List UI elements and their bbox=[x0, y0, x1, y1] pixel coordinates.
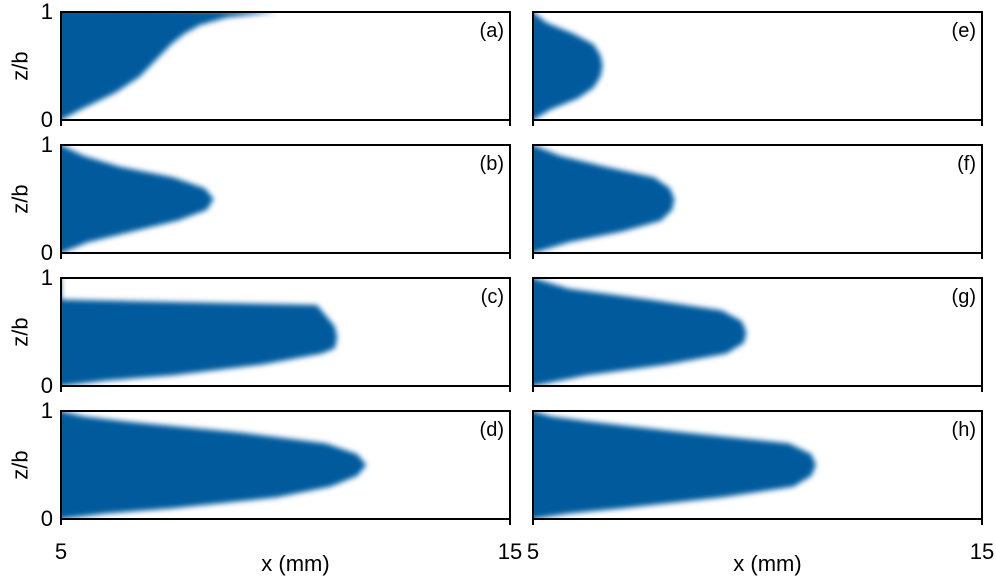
x-axis-label: x (mm) bbox=[261, 551, 329, 576]
concentration-front bbox=[61, 411, 367, 519]
front-clip bbox=[533, 12, 603, 120]
axes-frame bbox=[60, 277, 511, 387]
concentration-front bbox=[533, 278, 747, 386]
panel-label: (h) bbox=[952, 419, 976, 441]
panel-h bbox=[532, 410, 983, 525]
concentration-front bbox=[61, 145, 214, 253]
y-tick-label: 1 bbox=[41, 132, 53, 157]
front-clip bbox=[61, 12, 277, 120]
x-tick-label: 5 bbox=[527, 539, 539, 564]
panel-e bbox=[532, 11, 983, 126]
panel-c bbox=[60, 277, 511, 392]
front-clip bbox=[533, 278, 747, 386]
panel-a bbox=[60, 11, 511, 126]
axes-frame bbox=[532, 410, 983, 520]
x-tick-label: 15 bbox=[498, 539, 522, 564]
panel-label: (a) bbox=[480, 20, 504, 42]
front-clip bbox=[61, 278, 338, 386]
axes-frame bbox=[60, 144, 511, 254]
x-axis-label: x (mm) bbox=[733, 551, 801, 576]
y-tick-label: 0 bbox=[41, 506, 53, 531]
y-tick-label: 1 bbox=[41, 0, 53, 24]
panel-g bbox=[532, 277, 983, 392]
front-clip bbox=[533, 145, 675, 253]
panel-label: (b) bbox=[480, 153, 504, 175]
x-tick-label: 15 bbox=[970, 539, 994, 564]
panel-d bbox=[60, 410, 511, 525]
front-clip bbox=[61, 145, 214, 253]
concentration-front bbox=[533, 145, 675, 253]
concentration-front bbox=[61, 12, 277, 120]
axes-frame bbox=[532, 11, 983, 121]
y-tick-label: 0 bbox=[41, 240, 53, 265]
axes-frame bbox=[532, 277, 983, 387]
y-axis-label: z/b bbox=[8, 51, 33, 80]
y-axis-label: z/b bbox=[8, 184, 33, 213]
concentration-front bbox=[533, 411, 816, 519]
axes-frame bbox=[60, 410, 511, 520]
y-tick-label: 0 bbox=[41, 107, 53, 132]
concentration-front bbox=[533, 12, 603, 120]
panel-label: (f) bbox=[957, 153, 976, 175]
y-tick-label: 1 bbox=[41, 398, 53, 423]
y-axis-label: z/b bbox=[8, 450, 33, 479]
y-tick-label: 1 bbox=[41, 265, 53, 290]
front-clip bbox=[533, 411, 816, 519]
y-axis-label: z/b bbox=[8, 317, 33, 346]
panel-label: (e) bbox=[952, 20, 976, 42]
panel-label: (g) bbox=[952, 286, 976, 308]
panel-label: (d) bbox=[480, 419, 504, 441]
axes-frame bbox=[532, 144, 983, 254]
x-tick-label: 5 bbox=[55, 539, 67, 564]
concentration-front bbox=[61, 278, 338, 386]
y-tick-label: 0 bbox=[41, 373, 53, 398]
panel-f bbox=[532, 144, 983, 259]
front-clip bbox=[61, 411, 367, 519]
panel-label: (c) bbox=[481, 286, 504, 308]
panel-b bbox=[60, 144, 511, 259]
axes-frame bbox=[60, 11, 511, 121]
